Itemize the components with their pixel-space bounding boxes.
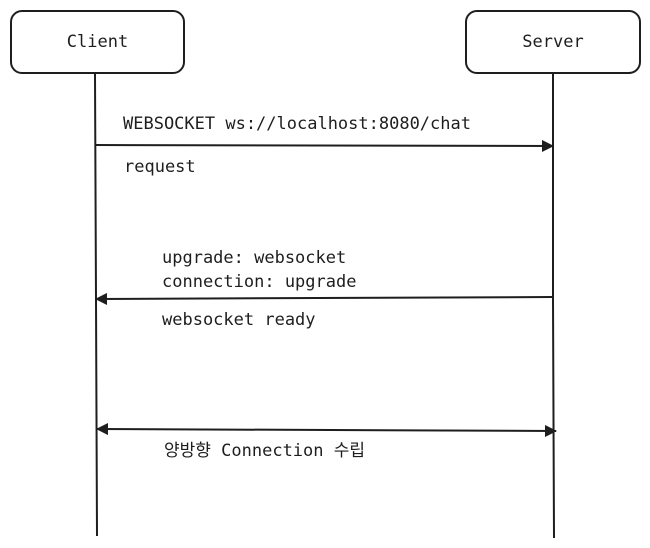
bidirectional-arrow	[96, 423, 557, 437]
response-arrow	[95, 292, 554, 305]
request-label: request	[124, 157, 196, 177]
request-arrow	[94, 139, 554, 152]
client-participant: Client	[10, 10, 185, 74]
server-participant: Server	[465, 10, 641, 74]
connection-header-label: connection: upgrade	[162, 272, 357, 292]
client-lifeline	[94, 73, 98, 537]
server-label: Server	[522, 32, 584, 52]
upgrade-header-label: upgrade: websocket	[162, 248, 347, 268]
client-label: Client	[66, 32, 129, 52]
bidirectional-connection-label: 양방향 Connection 수립	[164, 441, 366, 461]
server-lifeline	[552, 74, 555, 539]
websocket-ready-label: websocket ready	[162, 310, 316, 330]
request-url-label: WEBSOCKET ws://localhost:8080/chat	[123, 114, 471, 134]
